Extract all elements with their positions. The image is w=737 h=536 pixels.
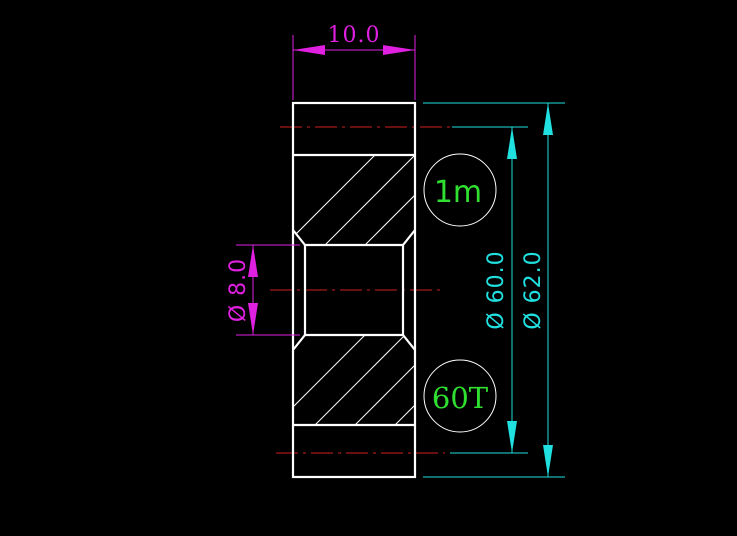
centerlines [270, 126, 450, 454]
bore-dimension [236, 244, 300, 336]
gear-outline [291, 101, 417, 479]
pitch-dia-label: Ø 60.0 [484, 250, 509, 329]
outer-dia-label: Ø 62.0 [521, 250, 546, 329]
hatch-top [293, 155, 415, 245]
width-dimension [292, 35, 416, 100]
width-label: 10.0 [328, 23, 381, 48]
bore-label: Ø 8.0 [226, 258, 251, 322]
bore-chamfer-bottom [292, 333, 416, 351]
module-label: 1m [434, 175, 482, 210]
teeth-callout-circle [423, 359, 497, 433]
outer-dia-dimension [423, 102, 565, 478]
module-callout-circle [423, 153, 497, 227]
teeth-label: 60T [432, 381, 489, 415]
hatch-bottom [293, 335, 415, 425]
pitch-dia-dimension [450, 126, 528, 454]
bore-chamfer-top [292, 229, 416, 247]
